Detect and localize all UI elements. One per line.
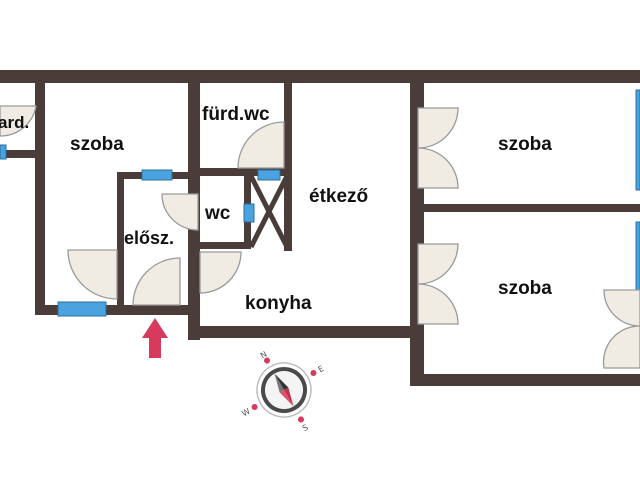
windows [0,89,640,363]
entrance-arrow-icon [142,318,168,358]
room-label-konyha: konyha [245,293,312,314]
room-labels: ard. szoba fürd.wc étkező wc elősz. kony… [0,104,552,314]
door-right-top-a [417,107,459,149]
wall-elosz-left [117,172,124,312]
wall-furd-right [284,83,292,251]
compass-icon: N E S W [240,350,326,434]
room-label-furd-wc: fürd.wc [202,104,270,125]
room-label-szoba-right-top: szoba [498,134,552,155]
room-label-fard: ard. [0,113,29,132]
door-entrance [132,257,181,306]
door-szoba-left [67,249,118,300]
doors [0,105,640,369]
wall-right-divider [418,204,640,212]
shaft-cross-b [248,174,290,249]
window-elosz-top [141,169,173,181]
room-label-szoba-right-bottom: szoba [498,278,552,299]
wall-konyha-bottom [188,326,423,338]
door-right-edge-b [602,325,640,369]
room-label-etkezo: étkező [309,186,368,207]
wall-right-bottom [410,374,640,386]
wall-left-stub [0,150,40,158]
door-right-edge-a [603,289,640,327]
wall-bottom-left [35,305,195,315]
room-label-wc: wc [204,203,231,224]
door-furd-wc [237,121,285,169]
window-wc-top [257,169,281,181]
window-left-edge [0,144,7,160]
door-right-bottom-a [417,243,459,285]
wall-top [0,70,640,83]
wall-wc-bottom [198,242,248,249]
room-label-szoba-left: szoba [70,134,124,155]
window-right-top [635,89,640,191]
room-label-eloszoba: elősz. [124,228,174,248]
door-konyha [199,251,242,294]
compass-letter-n: N [259,350,269,361]
door-fard [0,105,37,137]
wall-left-outer [35,70,45,315]
window-wc-side [243,203,255,223]
compass-letter-s: S [301,423,310,433]
compass-letter-e: E [317,364,326,374]
door-right-bottom-b [417,283,459,325]
compass-letter-w: W [240,407,251,419]
door-right-top-b [417,147,459,189]
door-wc [161,193,199,231]
walls [0,70,640,386]
window-szoba-bottom [57,301,107,317]
